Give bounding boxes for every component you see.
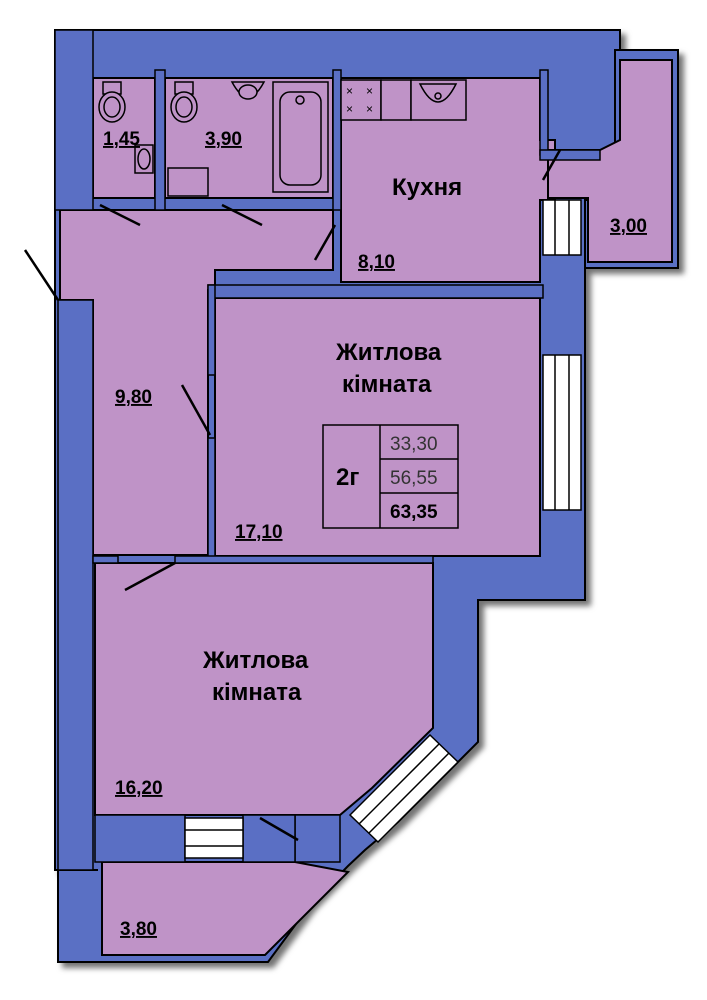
wall-segment xyxy=(154,69,166,211)
svg-text:×: × xyxy=(366,102,373,116)
kitchen-area-label: 8,10 xyxy=(358,252,395,273)
wall-segment xyxy=(92,555,119,564)
kitchen-counter xyxy=(380,79,412,121)
sink-icon xyxy=(134,144,154,174)
door-wc xyxy=(99,203,141,227)
door-kitchen xyxy=(313,224,337,261)
wall-segment xyxy=(207,284,544,299)
balcony-top-area-label: 3,00 xyxy=(610,216,647,237)
corridor-area-label: 9,80 xyxy=(115,387,152,408)
living-1-name-line2: кімната xyxy=(342,371,432,398)
bathtub-icon xyxy=(272,81,329,193)
windows xyxy=(184,199,582,859)
kitchen-name-label: Кухня xyxy=(392,174,462,201)
living-1-area-label: 17,10 xyxy=(235,522,283,543)
balcony-top-room xyxy=(547,59,673,263)
door-living-1 xyxy=(180,384,212,436)
labels: 1,45 3,90 Кухня 8,10 3,00 9,80 Житлова к… xyxy=(103,129,647,940)
living-2-name-line1: Житлова xyxy=(202,647,309,674)
wall-segment xyxy=(174,555,434,564)
summary-table xyxy=(322,424,459,529)
wall-segment xyxy=(539,69,549,156)
window-living-1 xyxy=(542,354,582,511)
wall-segment xyxy=(539,149,601,161)
bathroom-area-label: 3,90 xyxy=(205,129,242,150)
living-1-name-line1: Житлова xyxy=(335,339,442,366)
living-1-room xyxy=(214,297,541,557)
balcony-bottom-area-label: 3,80 xyxy=(120,919,157,940)
window-kitchen xyxy=(542,199,582,256)
window-balcony-door xyxy=(184,817,244,859)
wall-segment xyxy=(294,814,341,863)
wc-area-label: 1,45 xyxy=(103,129,140,150)
doors xyxy=(23,149,562,842)
wall-segment xyxy=(207,437,216,564)
living-area-value: 33,30 xyxy=(390,434,438,455)
balcony-bottom-room xyxy=(101,861,351,956)
toilet-icon xyxy=(170,81,198,123)
door-living-2 xyxy=(124,561,176,592)
wall-segment xyxy=(54,29,94,211)
wall-segment xyxy=(57,299,94,871)
window-pane-line xyxy=(368,752,450,834)
door-entrance xyxy=(23,249,60,301)
living-2-name-line2: кімната xyxy=(212,679,302,706)
apartment-type-label: 2г xyxy=(336,464,359,491)
wall-segment xyxy=(94,814,186,863)
table-frame xyxy=(322,424,459,529)
fixtures: × × × × xyxy=(98,79,467,197)
washing-machine-icon xyxy=(167,167,209,197)
door-balcony-bottom xyxy=(259,816,299,842)
door-bathroom xyxy=(221,203,263,227)
kitchen-sink-icon xyxy=(410,79,467,121)
svg-text:×: × xyxy=(346,84,353,98)
door-balcony-top xyxy=(541,149,562,181)
stove-icon: × × × × xyxy=(340,79,382,121)
window-living-2 xyxy=(348,733,460,844)
wall-segment xyxy=(207,284,216,376)
window-pane-line xyxy=(358,743,440,825)
total-area-value: 63,35 xyxy=(390,502,438,523)
sink-icon xyxy=(230,81,266,100)
interior-walls xyxy=(54,29,601,871)
svg-text:×: × xyxy=(366,84,373,98)
toilet-icon xyxy=(98,81,126,123)
wall-segment xyxy=(332,69,342,211)
living-2-area-label: 16,20 xyxy=(115,778,163,799)
svg-text:×: × xyxy=(346,102,353,116)
useful-area-value: 56,55 xyxy=(390,468,438,489)
